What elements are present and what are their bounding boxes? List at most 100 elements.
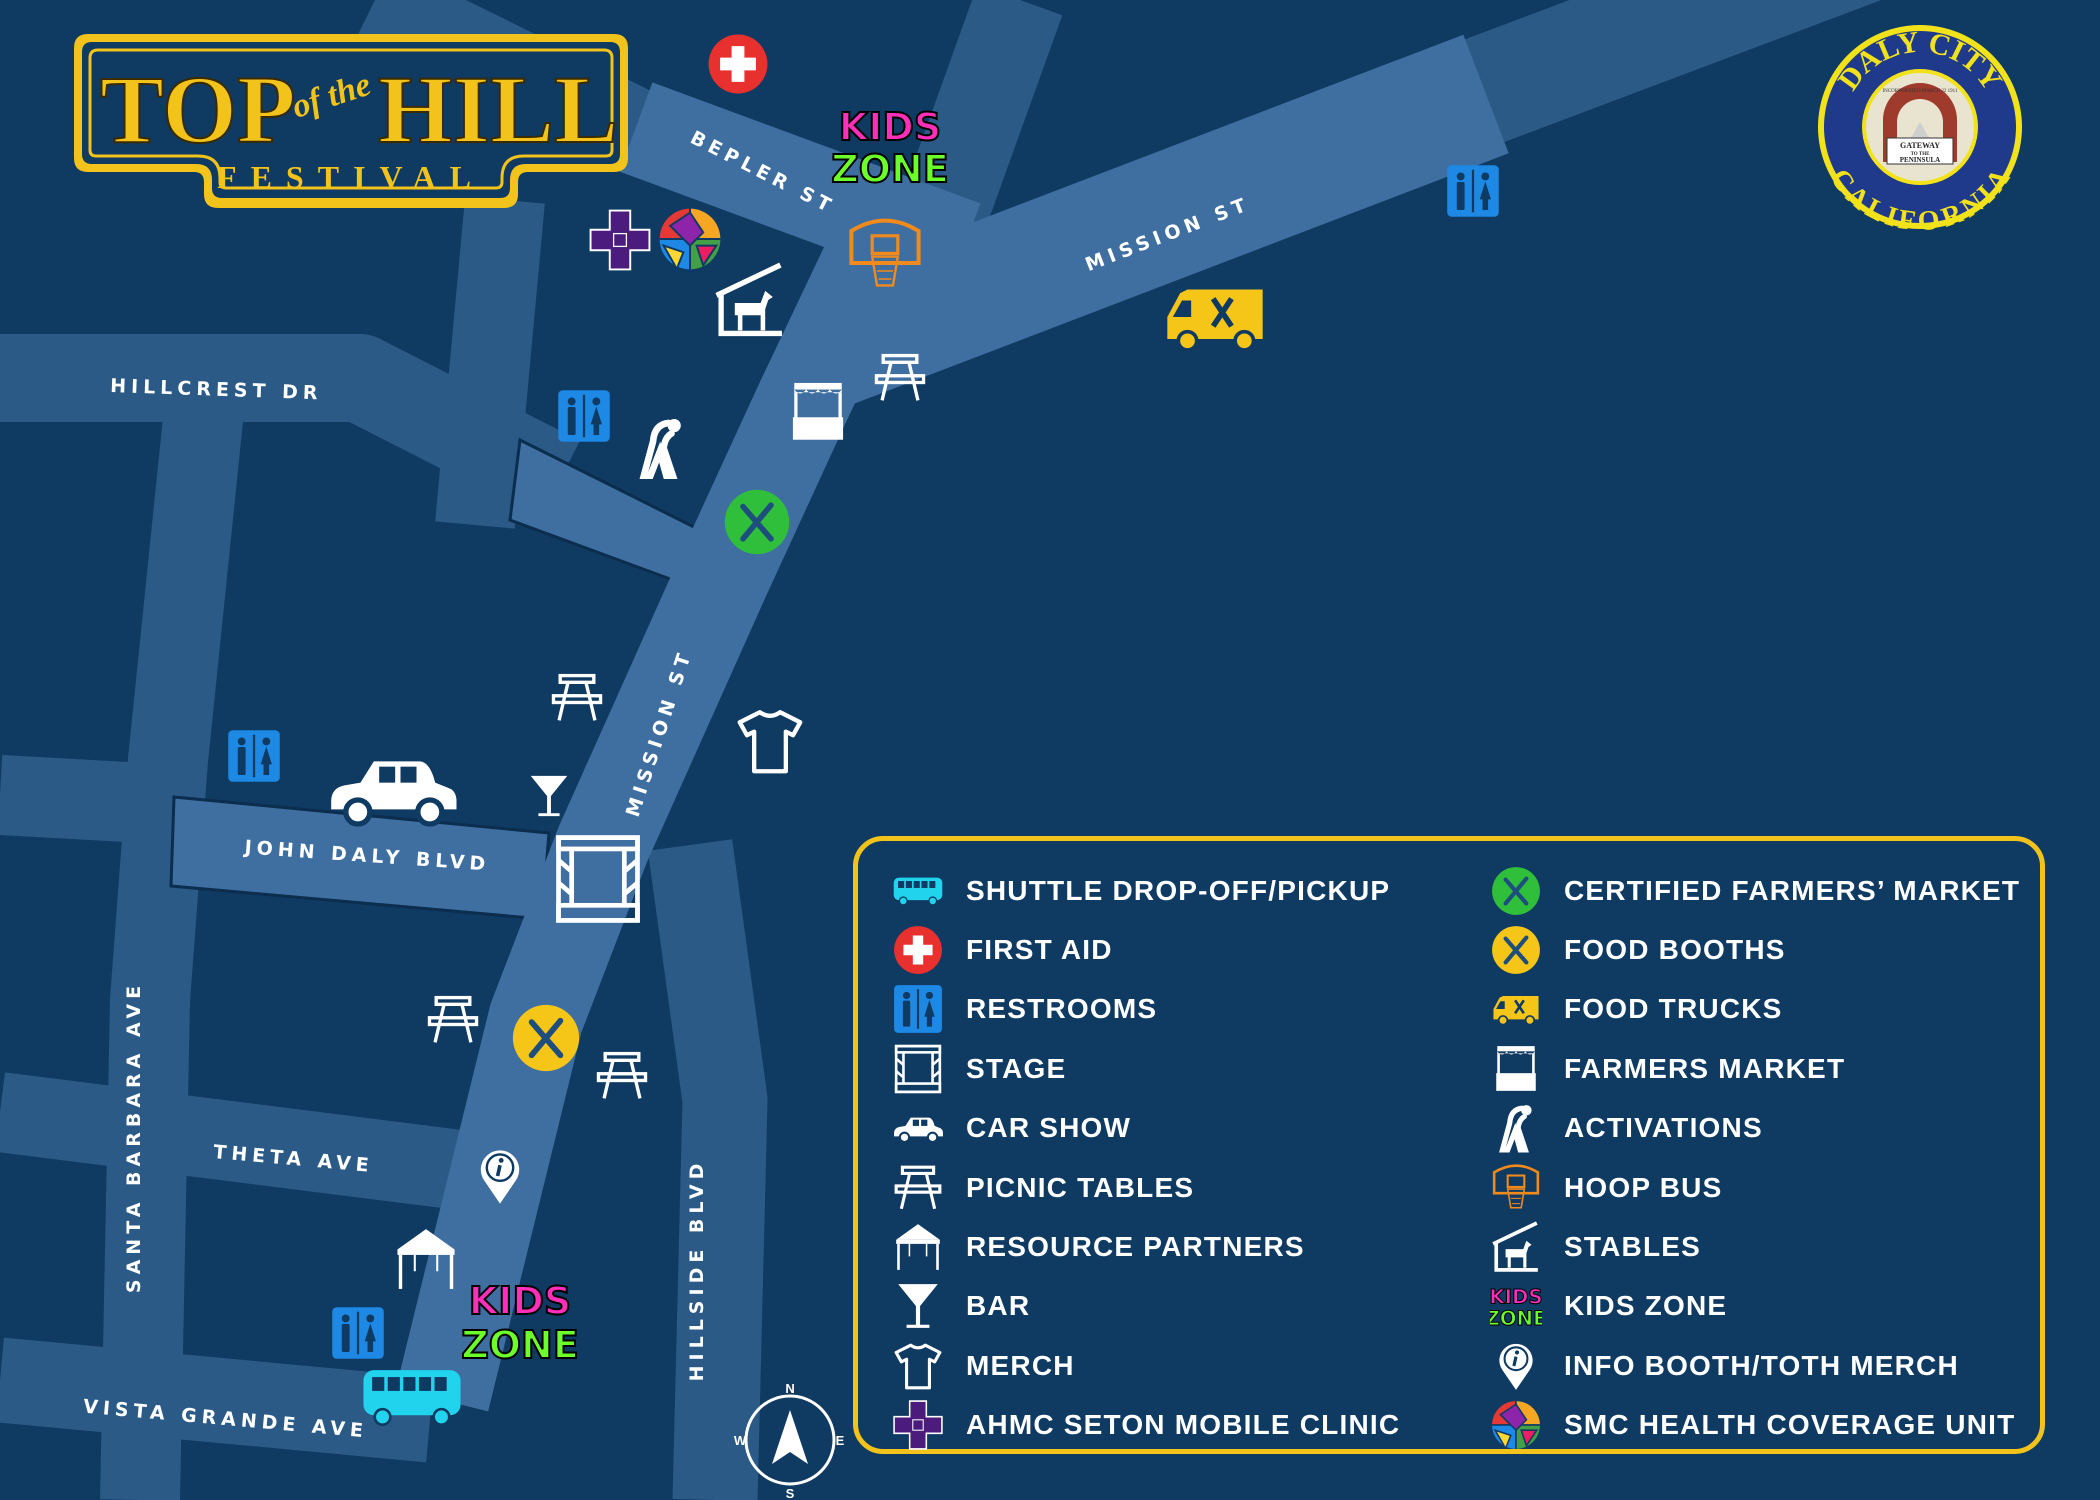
legend-label: FIRST AID — [966, 934, 1113, 966]
bar-icon[interactable] — [530, 775, 568, 817]
hoop-icon — [1478, 1162, 1554, 1214]
legend-item: AHMC SETON MOBILE CLINIC — [880, 1396, 1400, 1455]
car-show-icon[interactable] — [331, 761, 456, 824]
legend-label: STABLES — [1564, 1231, 1701, 1263]
legend-item: HOOP BUS — [1478, 1158, 2020, 1217]
tent-icon — [880, 1221, 956, 1273]
legend-item: FOOD BOOTHS — [1478, 920, 2020, 979]
firstaid-icon — [880, 924, 956, 976]
certified-farmers-market-icon[interactable] — [725, 490, 789, 554]
logo-hill: HILL — [378, 56, 618, 163]
legend-item: FIRST AID — [880, 920, 1400, 979]
legend-item: MERCH — [880, 1336, 1400, 1395]
picnic-icon — [880, 1162, 956, 1214]
seal-motto-2: TO THE — [1911, 152, 1931, 157]
car-icon — [880, 1102, 956, 1154]
legend-label: AHMC SETON MOBILE CLINIC — [966, 1409, 1401, 1441]
legend-label: CERTIFIED FARMERS’ MARKET — [1564, 874, 2021, 906]
stage-icon — [880, 1043, 956, 1095]
logo-festival: FESTIVAL — [217, 159, 485, 195]
stables-icon — [1478, 1221, 1554, 1273]
legend-item: ACTIVATIONS — [1478, 1099, 2020, 1158]
logo-top: TOP — [100, 56, 296, 163]
restroom-icon[interactable] — [332, 1307, 384, 1359]
legend-label: STAGE — [966, 1052, 1067, 1084]
food-yellow-icon — [1478, 924, 1554, 976]
legend-item: INFO BOOTH/TOTH MERCH — [1478, 1336, 2020, 1395]
street-label-santa-barbara: SANTA BARBARA AVE — [123, 981, 145, 1293]
smc-health-icon[interactable] — [657, 206, 723, 272]
compass-ring — [744, 1394, 836, 1486]
kids-zone-icon-text-kids: KIDS — [469, 1279, 572, 1323]
stables-icon[interactable] — [717, 265, 782, 333]
legend-column-right: CERTIFIED FARMERS’ MARKET FOOD BOOTHS FOOD… — [1478, 861, 2020, 1455]
picnic-table-icon[interactable] — [596, 1051, 648, 1101]
clinic-icon[interactable] — [589, 209, 651, 271]
legend-item: KIDS ZONE — [1478, 1277, 2020, 1336]
restroom-icon[interactable] — [558, 390, 610, 442]
legend-item: SMC HEALTH COVERAGE UNIT — [1478, 1396, 2020, 1455]
legend-item: BAR — [880, 1277, 1400, 1336]
legend-item: SHUTTLE DROP-OFF/PICKUP — [880, 861, 1400, 920]
compass-e: E — [836, 1433, 845, 1448]
legend-item: RESOURCE PARTNERS — [880, 1217, 1400, 1276]
legend-label: ACTIVATIONS — [1564, 1112, 1763, 1144]
kids-zone-icon-text-zone: ZONE — [461, 1323, 579, 1367]
map-legend: SHUTTLE DROP-OFF/PICKUP FIRST AID RESTROOM… — [853, 836, 2045, 1454]
legend-label: FOOD BOOTHS — [1564, 934, 1786, 966]
legend-item: RESTROOMS — [880, 980, 1400, 1039]
legend-label: RESOURCE PARTNERS — [966, 1231, 1305, 1263]
legend-item: FARMERS MARKET — [1478, 1039, 2020, 1098]
legend-item: CAR SHOW — [880, 1099, 1400, 1158]
food-truck-icon[interactable] — [1167, 290, 1262, 351]
legend-item: CERTIFIED FARMERS’ MARKET — [1478, 861, 2020, 920]
compass: N E S W — [734, 1381, 845, 1500]
legend-item: STABLES — [1478, 1217, 2020, 1276]
legend-item: FOOD TRUCKS — [1478, 980, 2020, 1039]
food-booth-icon[interactable] — [513, 1005, 579, 1071]
picnic-table-icon[interactable] — [427, 995, 479, 1045]
legend-label: BAR — [966, 1290, 1031, 1322]
bus-icon — [880, 865, 956, 917]
daly-city-seal: DALY CITY CALIFORNIA INCORPORATED MARCH … — [1818, 25, 2022, 232]
legend-label: SMC HEALTH COVERAGE UNIT — [1564, 1409, 2016, 1441]
street-label-hillside: HILLSIDE BLVD — [686, 1159, 708, 1382]
legend-label: MERCH — [966, 1349, 1075, 1381]
kids-zone-icon-text-zone: ZONE — [831, 147, 949, 191]
seal-ring-text: INCORPORATED MARCH 22 1911 — [1883, 89, 1958, 94]
legend-column-left: SHUTTLE DROP-OFF/PICKUP FIRST AID RESTROOM… — [880, 861, 1400, 1455]
legend-label: CAR SHOW — [966, 1112, 1132, 1144]
activations-icon[interactable] — [644, 419, 681, 476]
legend-label: INFO BOOTH/TOTH MERCH — [1564, 1349, 1959, 1381]
legend-label: HOOP BUS — [1564, 1171, 1723, 1203]
merch-icon[interactable] — [740, 712, 800, 771]
food-green-icon — [1478, 865, 1554, 917]
smc-icon — [1478, 1399, 1554, 1451]
compass-n: N — [785, 1381, 794, 1396]
restroom-icon[interactable] — [1447, 165, 1499, 217]
legend-item: STAGE — [880, 1039, 1400, 1098]
compass-w: W — [734, 1433, 747, 1448]
booth-icon — [1478, 1043, 1554, 1095]
bar-icon — [880, 1280, 956, 1332]
legend-label: PICNIC TABLES — [966, 1171, 1195, 1203]
clinic-icon — [880, 1399, 956, 1451]
legend-label: FOOD TRUCKS — [1564, 993, 1783, 1025]
kids-zone-icon[interactable]: KIDS ZONE — [460, 1278, 580, 1368]
kids-zone-icon[interactable]: KIDS ZONE — [830, 104, 950, 192]
legend-label: RESTROOMS — [966, 993, 1158, 1025]
kidszone-icon — [1478, 1280, 1554, 1332]
picnic-table-icon[interactable] — [551, 673, 603, 723]
seal-motto-3: PENINSULA — [1900, 156, 1940, 164]
first-aid-icon[interactable] — [708, 34, 768, 94]
truck-icon — [1478, 983, 1554, 1035]
restroom-icon[interactable] — [228, 730, 280, 782]
kids-zone-icon-text-kids: KIDS — [839, 105, 942, 149]
info-icon — [1478, 1340, 1554, 1392]
compass-arrow-icon — [772, 1410, 808, 1464]
legend-item: PICNIC TABLES — [880, 1158, 1400, 1217]
restroom-icon — [880, 983, 956, 1035]
legend-label: FARMERS MARKET — [1564, 1052, 1846, 1084]
